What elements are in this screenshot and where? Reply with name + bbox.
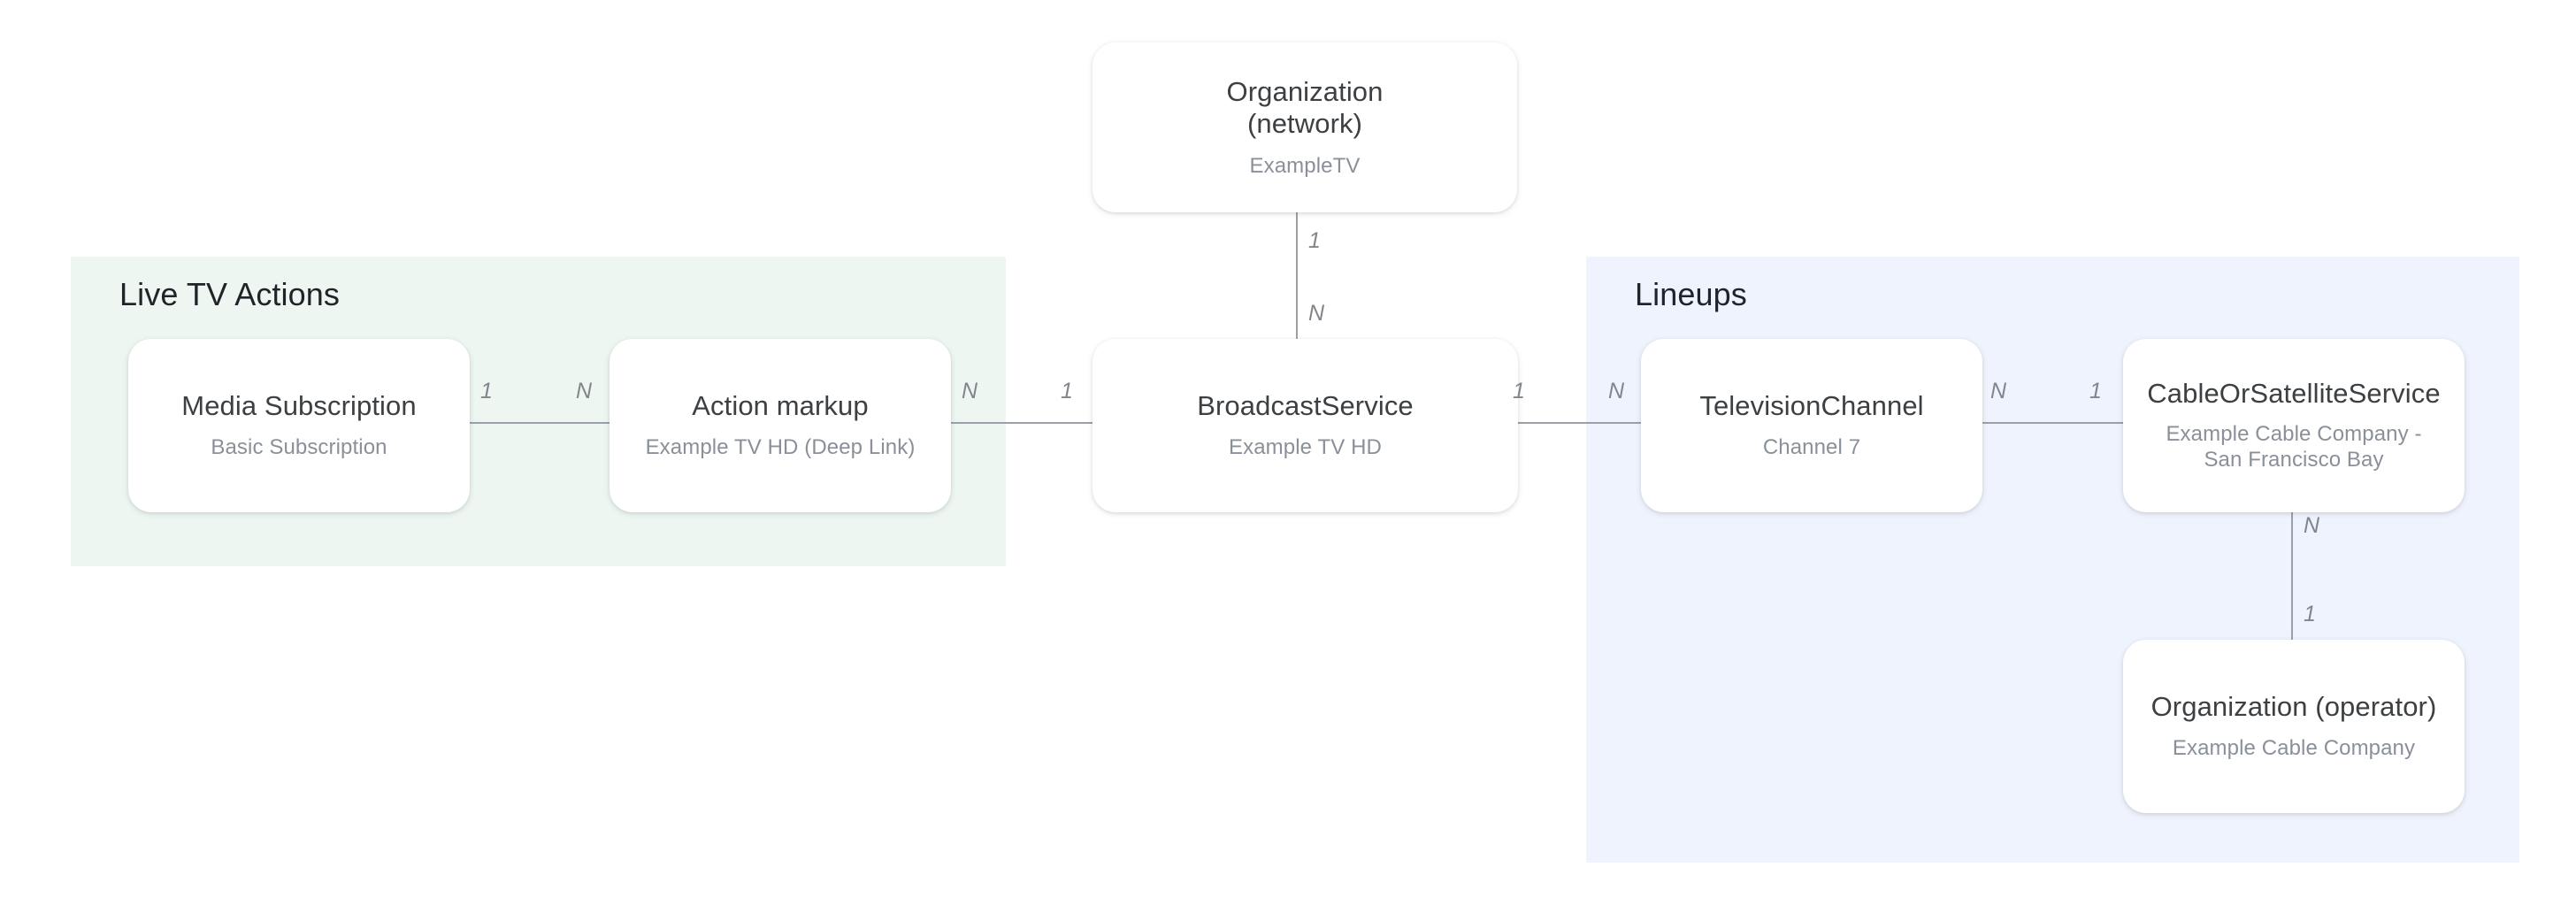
node-television-channel[interactable]: TelevisionChannel Channel 7 bbox=[1641, 339, 1982, 512]
node-title: CableOrSatelliteService bbox=[2147, 377, 2441, 409]
edge-label-organization-network-target: N bbox=[1308, 301, 1325, 326]
edge-label-action-markup-target: 1 bbox=[1061, 379, 1073, 403]
edge-label-cable-or-satellite-service-source: N bbox=[2304, 513, 2320, 538]
node-action-markup[interactable]: Action markup Example TV HD (Deep Link) bbox=[610, 339, 951, 512]
edge-label-organization-network-source: 1 bbox=[1308, 228, 1321, 253]
edge-label-broadcast-service-source: 1 bbox=[1513, 379, 1525, 403]
edge-label-television-channel-source: N bbox=[1990, 379, 2007, 403]
node-subtitle: Example TV HD bbox=[1229, 435, 1382, 460]
node-title: Organization (operator) bbox=[2150, 690, 2437, 722]
edge-broadcast-service-to-television-channel bbox=[1515, 422, 1644, 424]
node-subtitle: Example Cable Company - San Francisco Ba… bbox=[2166, 422, 2422, 472]
node-subtitle: ExampleTV bbox=[1249, 153, 1361, 178]
node-media-subscription[interactable]: Media Subscription Basic Subscription bbox=[128, 339, 470, 512]
node-title: Action markup bbox=[692, 389, 869, 421]
group-title-live-tv-actions: Live TV Actions bbox=[119, 276, 340, 312]
node-title: Media Subscription bbox=[181, 389, 417, 421]
node-subtitle: Example Cable Company bbox=[2172, 736, 2416, 761]
node-organization-network[interactable]: Organization (network) ExampleTV bbox=[1092, 42, 1517, 212]
edge-cable-or-satellite-service-to-organization-operator bbox=[2291, 511, 2293, 641]
edge-television-channel-to-cable-or-satellite-service bbox=[1980, 422, 2127, 424]
node-title: BroadcastService bbox=[1197, 389, 1414, 421]
edge-label-broadcast-service-target: N bbox=[1608, 379, 1625, 403]
node-organization-operator[interactable]: Organization (operator) Example Cable Co… bbox=[2123, 640, 2465, 813]
node-subtitle: Example TV HD (Deep Link) bbox=[645, 435, 916, 460]
node-title: TelevisionChannel bbox=[1699, 389, 1924, 421]
edge-label-cable-or-satellite-service-target: 1 bbox=[2304, 602, 2316, 626]
edge-label-media-subscription-target: N bbox=[576, 379, 593, 403]
edge-label-media-subscription-source: 1 bbox=[480, 379, 493, 403]
edge-label-television-channel-target: 1 bbox=[2089, 379, 2102, 403]
node-broadcast-service[interactable]: BroadcastService Example TV HD bbox=[1092, 339, 1518, 512]
node-cable-or-satellite-service[interactable]: CableOrSatelliteService Example Cable Co… bbox=[2123, 339, 2465, 512]
edge-label-action-markup-source: N bbox=[962, 379, 978, 403]
edge-media-subscription-to-action-markup bbox=[467, 422, 612, 424]
node-title: Organization (network) bbox=[1226, 75, 1384, 140]
edge-organization-network-to-broadcast-service bbox=[1296, 212, 1298, 340]
node-subtitle: Channel 7 bbox=[1762, 435, 1861, 460]
edge-action-markup-to-broadcast-service bbox=[948, 422, 1095, 424]
node-subtitle: Basic Subscription bbox=[211, 435, 387, 460]
group-title-lineups: Lineups bbox=[1635, 276, 1747, 312]
